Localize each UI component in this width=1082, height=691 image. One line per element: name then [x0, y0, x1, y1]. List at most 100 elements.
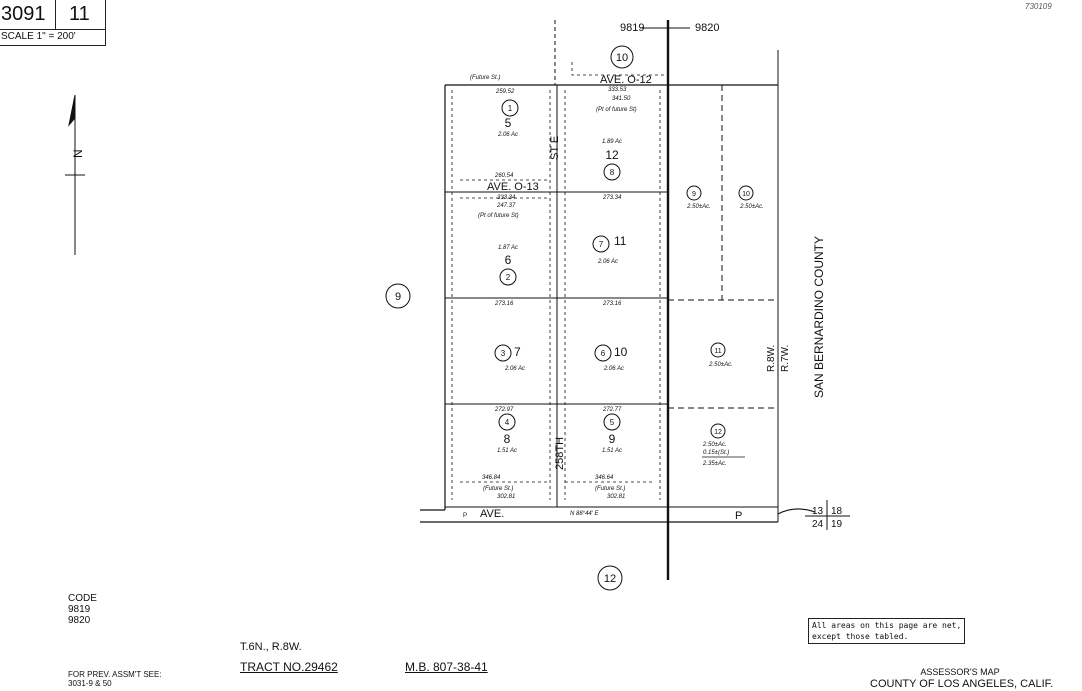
divider — [55, 0, 56, 29]
range-r7w: R.7W. — [780, 345, 791, 372]
page-number: 11 — [69, 3, 90, 25]
lot-dimensions: 259.52 333.53 341.50 260.54 333.34 247.3… — [482, 87, 631, 517]
parcel-5[interactable]: 5 9 1.51 Ac — [602, 418, 622, 454]
parcel-2[interactable]: 1.87 Ac 6 2 — [498, 245, 518, 282]
dimension: 346.64 — [595, 475, 614, 481]
parcel-area: 1.51 Ac — [602, 448, 622, 454]
parcel-number: 8 — [610, 168, 615, 177]
code-legend: CODE 9819 9820 — [68, 593, 97, 626]
parcel-area: 2.50±Ac. — [739, 204, 764, 210]
north-arrow-icon — [65, 94, 85, 255]
future-street-label: (Pt of future St) — [478, 213, 519, 219]
dimension: 272.77 — [602, 407, 622, 413]
dimension: 272.97 — [494, 407, 514, 413]
parcel-12[interactable]: 12 2.50±Ac. 0.15±(St.) 2.35±Ac. — [702, 429, 729, 467]
parcel-number: 1 — [508, 104, 513, 113]
parcel-4[interactable]: 4 8 1.51 Ac — [497, 418, 517, 454]
map-book-page-header: 3091 11 SCALE 1" = 200' — [0, 0, 106, 46]
dimension: 341.50 — [612, 96, 631, 102]
future-street-label: (Future St.) — [483, 486, 513, 492]
parcel-area: 2.06 Ac — [597, 259, 618, 265]
parcel-area: 2.06 Ac — [603, 366, 624, 372]
future-street-label: (Future St.) — [470, 75, 500, 81]
parcel-number: 9 — [692, 191, 696, 198]
code-item: 9819 — [68, 604, 91, 615]
parcel-area: 2.50±Ac. — [702, 442, 727, 448]
tract-label: TRACT NO.29462 — [240, 660, 338, 674]
section-13: 13 — [812, 506, 824, 517]
parcel-area: 2.06 Ac — [497, 132, 518, 138]
lot-number: 6 — [505, 253, 512, 267]
note-line: All areas on this page are net, — [812, 621, 962, 630]
street-st-e: ST E — [549, 136, 561, 160]
parcel-8[interactable]: 1.89 Ac 12 8 — [602, 139, 622, 177]
parcel-number: 4 — [505, 418, 510, 427]
code-9819-top: 9819 — [620, 22, 644, 34]
parcel-number: 12 — [714, 429, 722, 436]
parcel-area: 2.50±Ac. — [686, 204, 711, 210]
lot-number: 7 — [514, 345, 521, 359]
lot-number: 5 — [505, 116, 512, 130]
township-label: T.6N., R.8W. — [240, 641, 302, 653]
parcel-10[interactable]: 10 2.50±Ac. — [739, 191, 764, 210]
parcel-number: 11 — [714, 348, 721, 355]
parcel-area: 1.51 Ac — [497, 448, 517, 454]
prev-label: FOR PREV. ASSM'T SEE: — [68, 670, 162, 679]
section-24: 24 — [812, 519, 824, 530]
lot-number: 12 — [605, 148, 619, 162]
parcel-6[interactable]: 6 10 2.06 Ac — [601, 345, 628, 372]
dimension: 273.16 — [602, 301, 622, 307]
lot-number: 11 — [614, 234, 627, 248]
map-sheet-ref-top[interactable]: 10 — [616, 52, 628, 64]
lot-number: 9 — [609, 432, 616, 446]
date-stamp: 730109 — [1025, 2, 1052, 11]
title-line: COUNTY OF LOS ANGELES, CALIF. — [870, 678, 1054, 690]
north-label: N — [71, 149, 85, 158]
street-p-ave: AVE. — [480, 508, 504, 520]
lot-number: 10 — [614, 345, 628, 359]
bearing: N 88°44' E — [570, 511, 600, 517]
parcel-3[interactable]: 3 7 2.06 Ac — [501, 345, 525, 372]
lot-number: 8 — [504, 432, 511, 446]
parcel-area: 1.87 Ac — [498, 245, 518, 251]
map-sheet-ref-bottom[interactable]: 12 — [604, 573, 616, 585]
map-sheet-ref-left[interactable]: 9 — [395, 291, 401, 303]
street-p-right: P — [735, 510, 742, 522]
parcel-number: 7 — [599, 240, 604, 249]
county-label: SAN BERNARDINO COUNTY — [812, 236, 826, 398]
dimension: 302.81 — [607, 494, 625, 500]
dimension: 346.84 — [482, 475, 501, 481]
future-street-label: (Pt of future St) — [596, 107, 637, 113]
title-line: ASSESSOR'S MAP — [920, 667, 1000, 677]
dimension: 333.53 — [608, 87, 627, 93]
dimension: 259.52 — [495, 89, 515, 95]
parcel-number: 5 — [610, 418, 615, 427]
parcel-number: 2 — [506, 273, 511, 282]
parcel-net-area: 2.35±Ac. — [702, 461, 727, 467]
parcel-9[interactable]: 9 2.50±Ac. — [686, 191, 711, 210]
divider — [0, 29, 105, 30]
dimension: 273.34 — [602, 195, 622, 201]
parcel-11[interactable]: 11 2.50±Ac. — [708, 348, 733, 368]
street-ave-o12: AVE. O-12 — [600, 74, 652, 86]
scale-label: SCALE 1" = 200' — [1, 31, 76, 42]
dimension: 260.54 — [494, 173, 514, 179]
section-19: 19 — [831, 519, 843, 530]
street-258th: 258TH — [554, 437, 566, 470]
prev-ref: 3031-9 & 50 — [68, 679, 112, 688]
note-line: except those tabled. — [812, 632, 909, 641]
map-book-reference: M.B. 807-38-41 — [405, 660, 488, 674]
parcel-1[interactable]: 1 5 2.06 Ac — [497, 104, 518, 138]
book-number: 3091 — [1, 3, 46, 25]
parcel-number: 3 — [501, 349, 506, 358]
parcel-area: 1.89 Ac — [602, 139, 622, 145]
code-9820-top: 9820 — [695, 22, 719, 34]
dimension: 302.81 — [497, 494, 515, 500]
code-label: CODE — [68, 593, 97, 604]
future-street-label: (Future St.) — [595, 486, 625, 492]
parcel-7[interactable]: 7 11 2.06 Ac — [597, 234, 627, 265]
parcel-street-area: 0.15±(St.) — [703, 450, 729, 456]
street-ave-o13: AVE. O-13 — [487, 181, 539, 193]
dimension: 333.34 — [497, 195, 516, 201]
area-note: All areas on this page are net, except t… — [808, 618, 966, 644]
